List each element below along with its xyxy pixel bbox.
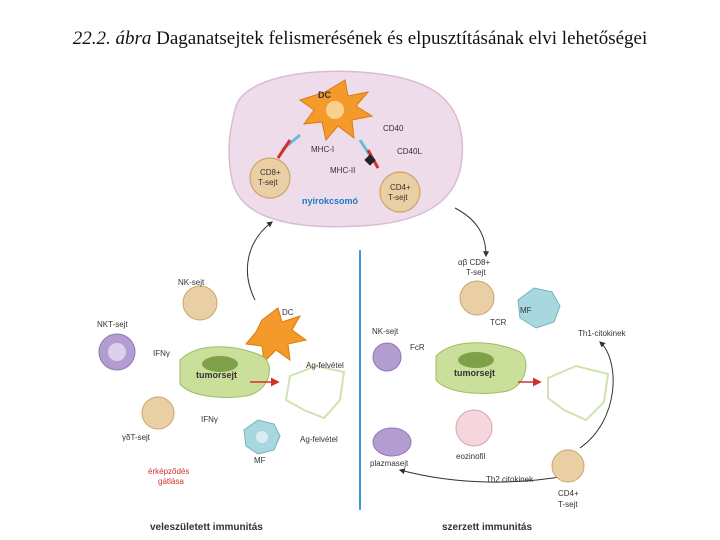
ifn2-label: IFNγ (201, 415, 218, 424)
cd4-label-adaptive-2: T-sejt (558, 500, 578, 509)
dc-label-innate: DC (282, 308, 294, 317)
tumor-label-adaptive: tumorsejt (454, 368, 495, 378)
nkt-label: NKT-sejt (97, 320, 128, 329)
innate-panel: NK-sejt NKT-sejt IFNγ γδT-sejt IFNγ DC t… (97, 278, 346, 533)
dying-tumor-innate (284, 364, 346, 420)
gdt-cell (141, 396, 175, 430)
ifn1-label: IFNγ (153, 349, 170, 358)
tumor-cell-adaptive (435, 342, 527, 394)
nk-cell-innate (182, 285, 218, 321)
arrow-th2 (398, 468, 567, 483)
tumor-label-innate: tumorsejt (196, 370, 237, 380)
mhc2-label: MHC-II (330, 166, 355, 175)
caption-number: 22.2. ábra (72, 28, 152, 49)
eos-label: eozinofil (456, 452, 486, 461)
mf-cell-adaptive (517, 287, 561, 329)
caption-title: Daganatsejtek felismerésének és elpusztí… (156, 28, 648, 49)
mf-label-innate: MF (254, 456, 266, 465)
lymph-dc-cell (298, 79, 374, 142)
angio-label-1: érképződés (148, 467, 189, 476)
dying-tumor-adaptive (547, 364, 610, 422)
mhc-diamond (364, 154, 376, 166)
lymph-node: DC CD40 CD40L MHC-I MHC-II CD8+ T-sejt C… (228, 70, 464, 228)
lymph-node-label: nyirokcsomó (302, 196, 359, 206)
mhc1-label: MHC-I (311, 145, 334, 154)
nk-label-innate: NK-sejt (178, 278, 205, 287)
adaptive-panel: αβ CD8+ T-sejt TCR NK-sejt FcR MF Th1-ci… (370, 258, 627, 533)
lymph-cd4-label-2: T-sejt (388, 193, 408, 202)
lymph-cd8-label-2: T-sejt (258, 178, 278, 187)
ag2-label: Ag-felvétel (300, 435, 338, 444)
eosinophil-cell (455, 409, 493, 447)
cd8-label-adaptive-1: αβ CD8+ (458, 258, 490, 267)
lymph-cd4-label-1: CD4+ (390, 183, 411, 192)
arrow-from-node (454, 207, 489, 258)
plasma-cell (372, 427, 412, 457)
cd8-label-adaptive-2: T-sejt (466, 268, 486, 277)
cd40-label: CD40 (383, 124, 404, 133)
mf-label-adaptive: MF (520, 306, 532, 315)
arrow-to-node (247, 221, 273, 301)
lymph-cd4-cell (379, 171, 421, 213)
ag1-label: Ag-felvétel (306, 361, 344, 370)
arrow-th1 (579, 341, 614, 449)
lymph-cd8-label-1: CD8+ (260, 168, 281, 177)
tcr-label: TCR (490, 318, 507, 327)
figure-caption: 22.2. ábra Daganatsejtek felismerésének … (0, 28, 720, 50)
plasma-label: plazmasejt (370, 459, 409, 468)
innate-footer: veleszületett immunitás (150, 522, 263, 533)
cd40l-label: CD40L (397, 147, 422, 156)
nk-label-adaptive: NK-sejt (372, 327, 399, 336)
angio-label-2: gátlása (158, 477, 184, 486)
th1-label: Th1-citokinek (578, 329, 627, 338)
cd8-cell-adaptive (459, 280, 495, 316)
cd4-label-adaptive-1: CD4+ (558, 489, 579, 498)
dc-cell-innate (245, 307, 308, 364)
nk-cell-adaptive (372, 342, 402, 372)
cd4-cell-adaptive (551, 449, 585, 483)
lymph-cd8-cell (249, 157, 291, 199)
lymph-dc-label: DC (318, 90, 331, 100)
gdt-label: γδT-sejt (122, 433, 151, 442)
tumor-cell-innate (179, 346, 270, 398)
fcr-label: FcR (410, 343, 425, 352)
adaptive-footer: szerzett immunitás (442, 522, 532, 533)
th2-label: Th2 citokinek (486, 475, 534, 484)
